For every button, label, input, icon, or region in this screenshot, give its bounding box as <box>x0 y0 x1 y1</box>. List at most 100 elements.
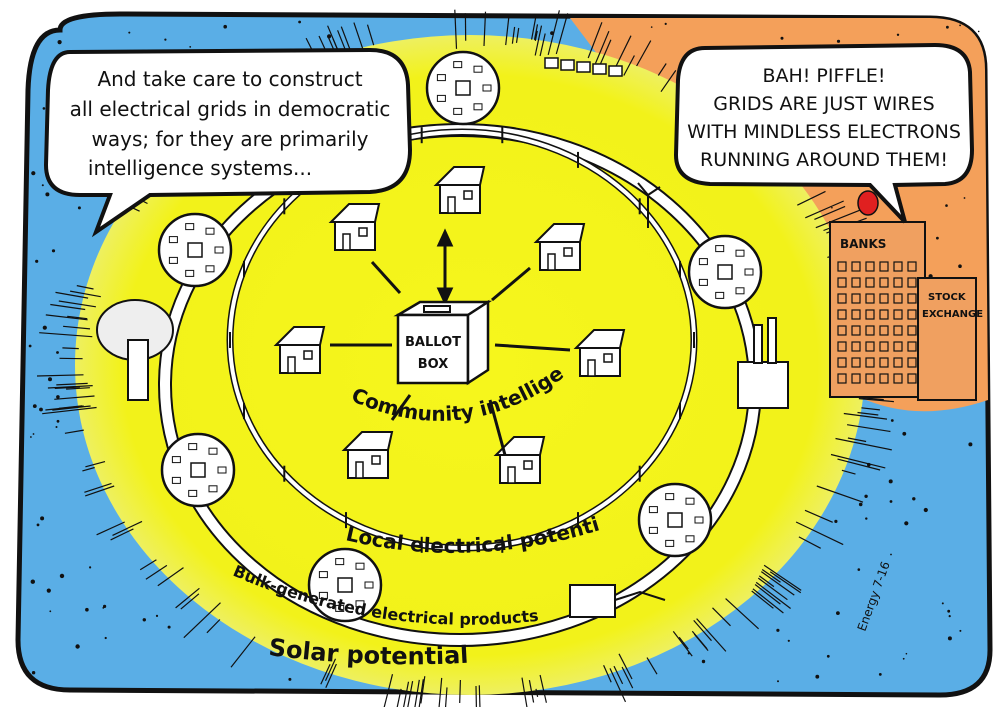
sun-ray <box>320 664 331 685</box>
sun-ray <box>183 602 221 639</box>
mini-house <box>318 571 328 579</box>
sun-ray <box>438 677 443 707</box>
house-wall <box>539 241 581 271</box>
bank-window <box>837 341 847 352</box>
bank-window <box>837 293 847 304</box>
bank-window <box>879 341 889 352</box>
sun-ray <box>96 521 125 536</box>
cooling-tower <box>127 339 149 401</box>
arrow-upright <box>491 266 531 302</box>
sun-ray <box>816 485 864 503</box>
speckle <box>45 192 50 197</box>
sun-ray <box>841 469 856 475</box>
house-roof <box>433 166 486 186</box>
speckle <box>35 259 39 263</box>
bank-window <box>851 309 861 320</box>
speckle <box>905 652 908 655</box>
mini-house <box>214 246 224 254</box>
bank-window <box>865 277 875 288</box>
house-window <box>358 227 368 237</box>
speckle <box>31 171 36 176</box>
bank-window <box>851 277 861 288</box>
sun-ray <box>613 665 624 685</box>
sun-ray <box>420 676 426 704</box>
solar-panel <box>608 65 623 77</box>
sun-ray <box>534 30 538 42</box>
speckle <box>167 625 171 629</box>
bank-window <box>907 325 917 336</box>
mini-house <box>185 269 195 277</box>
house-wall <box>279 344 321 374</box>
stock-label-1: STOCK <box>928 292 967 303</box>
sun-ray <box>84 482 112 493</box>
speckle <box>39 407 43 412</box>
house-window <box>303 350 313 360</box>
mini-house <box>685 535 695 543</box>
sun-ray <box>54 395 95 400</box>
sun-ray <box>39 332 93 338</box>
bank-window <box>865 373 875 384</box>
mini-house <box>205 265 215 273</box>
mini-house <box>188 443 198 451</box>
speckle <box>865 517 868 520</box>
left-line-2: all electrical grids in democratic <box>70 97 391 121</box>
sun-ray <box>725 598 760 630</box>
sun-ray <box>110 528 134 541</box>
bank-window <box>865 325 875 336</box>
chimney <box>767 317 777 364</box>
speckle <box>298 20 301 24</box>
speckle <box>128 31 131 34</box>
sun-ray <box>206 619 221 634</box>
sun-ray <box>693 620 712 642</box>
speckle <box>815 674 820 679</box>
mini-ballot-box <box>187 242 203 258</box>
stock-exchange-building: STOCK EXCHANGE <box>917 277 983 401</box>
sun-ray <box>396 688 402 707</box>
speckle <box>889 500 893 503</box>
bank-window <box>893 325 903 336</box>
speckle <box>890 419 894 422</box>
speckle <box>858 502 863 507</box>
stock-exchange-body <box>917 277 977 401</box>
house <box>493 436 546 484</box>
mini-house <box>364 581 374 589</box>
sun-ray <box>459 679 461 704</box>
speckle <box>902 431 907 436</box>
sun-ray <box>769 571 802 594</box>
arrow-downleft <box>390 394 412 421</box>
speckle <box>75 644 80 649</box>
sun-ray <box>678 636 689 650</box>
speckle <box>77 206 81 210</box>
solar-panel <box>592 63 607 75</box>
sun-ray <box>66 387 90 390</box>
mini-ballot-box <box>667 512 683 528</box>
speckle <box>776 628 780 632</box>
sun-ray <box>528 679 535 703</box>
bank-window <box>893 261 903 272</box>
house <box>533 223 586 271</box>
mini-house <box>355 600 365 608</box>
bank-window <box>837 373 847 384</box>
sun-ray <box>64 429 84 434</box>
speckle <box>55 426 58 428</box>
sun-ray <box>483 11 487 47</box>
mini-house <box>648 526 658 534</box>
houses <box>273 166 626 484</box>
solar-panel <box>576 61 591 73</box>
community-circle <box>425 50 501 126</box>
sun-ray <box>175 587 200 609</box>
mini-house <box>665 539 675 547</box>
house <box>328 203 381 251</box>
banks-label: BANKS <box>840 237 886 251</box>
sun-ray <box>830 453 886 469</box>
pipes <box>614 590 666 601</box>
bank-window <box>837 261 847 272</box>
house-wall <box>347 449 389 479</box>
speckle <box>41 184 44 187</box>
sun-ray <box>804 509 833 523</box>
sun-ray <box>555 13 569 55</box>
bank-window <box>907 341 917 352</box>
house-window <box>563 247 573 257</box>
speckle <box>958 264 962 269</box>
